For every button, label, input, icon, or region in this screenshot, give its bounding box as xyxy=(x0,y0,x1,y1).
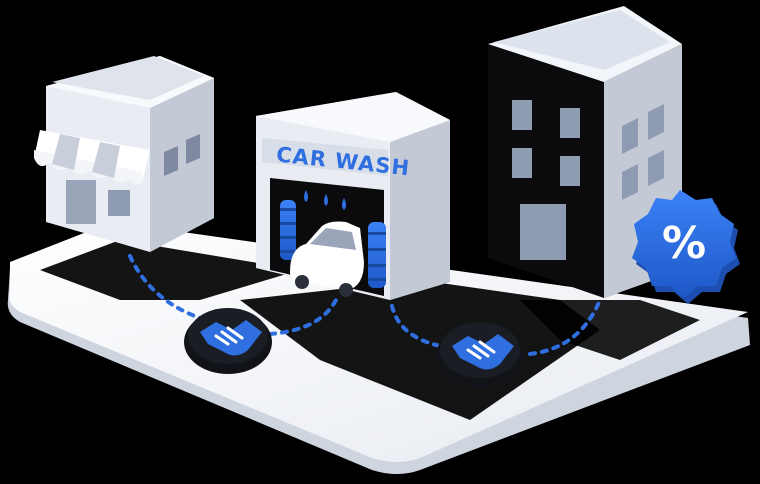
shop-awning xyxy=(34,130,150,186)
office-building xyxy=(488,6,682,298)
office-windows xyxy=(512,100,664,260)
shop-window xyxy=(108,190,130,216)
handshake-icon xyxy=(184,308,272,374)
platform-base xyxy=(7,222,750,474)
connection-lines xyxy=(128,254,602,356)
water-drops xyxy=(304,190,346,210)
shop-building xyxy=(34,56,214,252)
handshake-icon xyxy=(436,322,524,388)
wash-brush-left xyxy=(280,200,296,260)
wash-brush-right xyxy=(368,222,386,288)
car-wash-building: CAR WASH xyxy=(256,92,450,300)
shop-door xyxy=(66,180,96,224)
car-icon xyxy=(290,221,364,297)
discount-badge-icon: % xyxy=(632,190,740,304)
discount-percent-symbol: % xyxy=(662,218,706,269)
